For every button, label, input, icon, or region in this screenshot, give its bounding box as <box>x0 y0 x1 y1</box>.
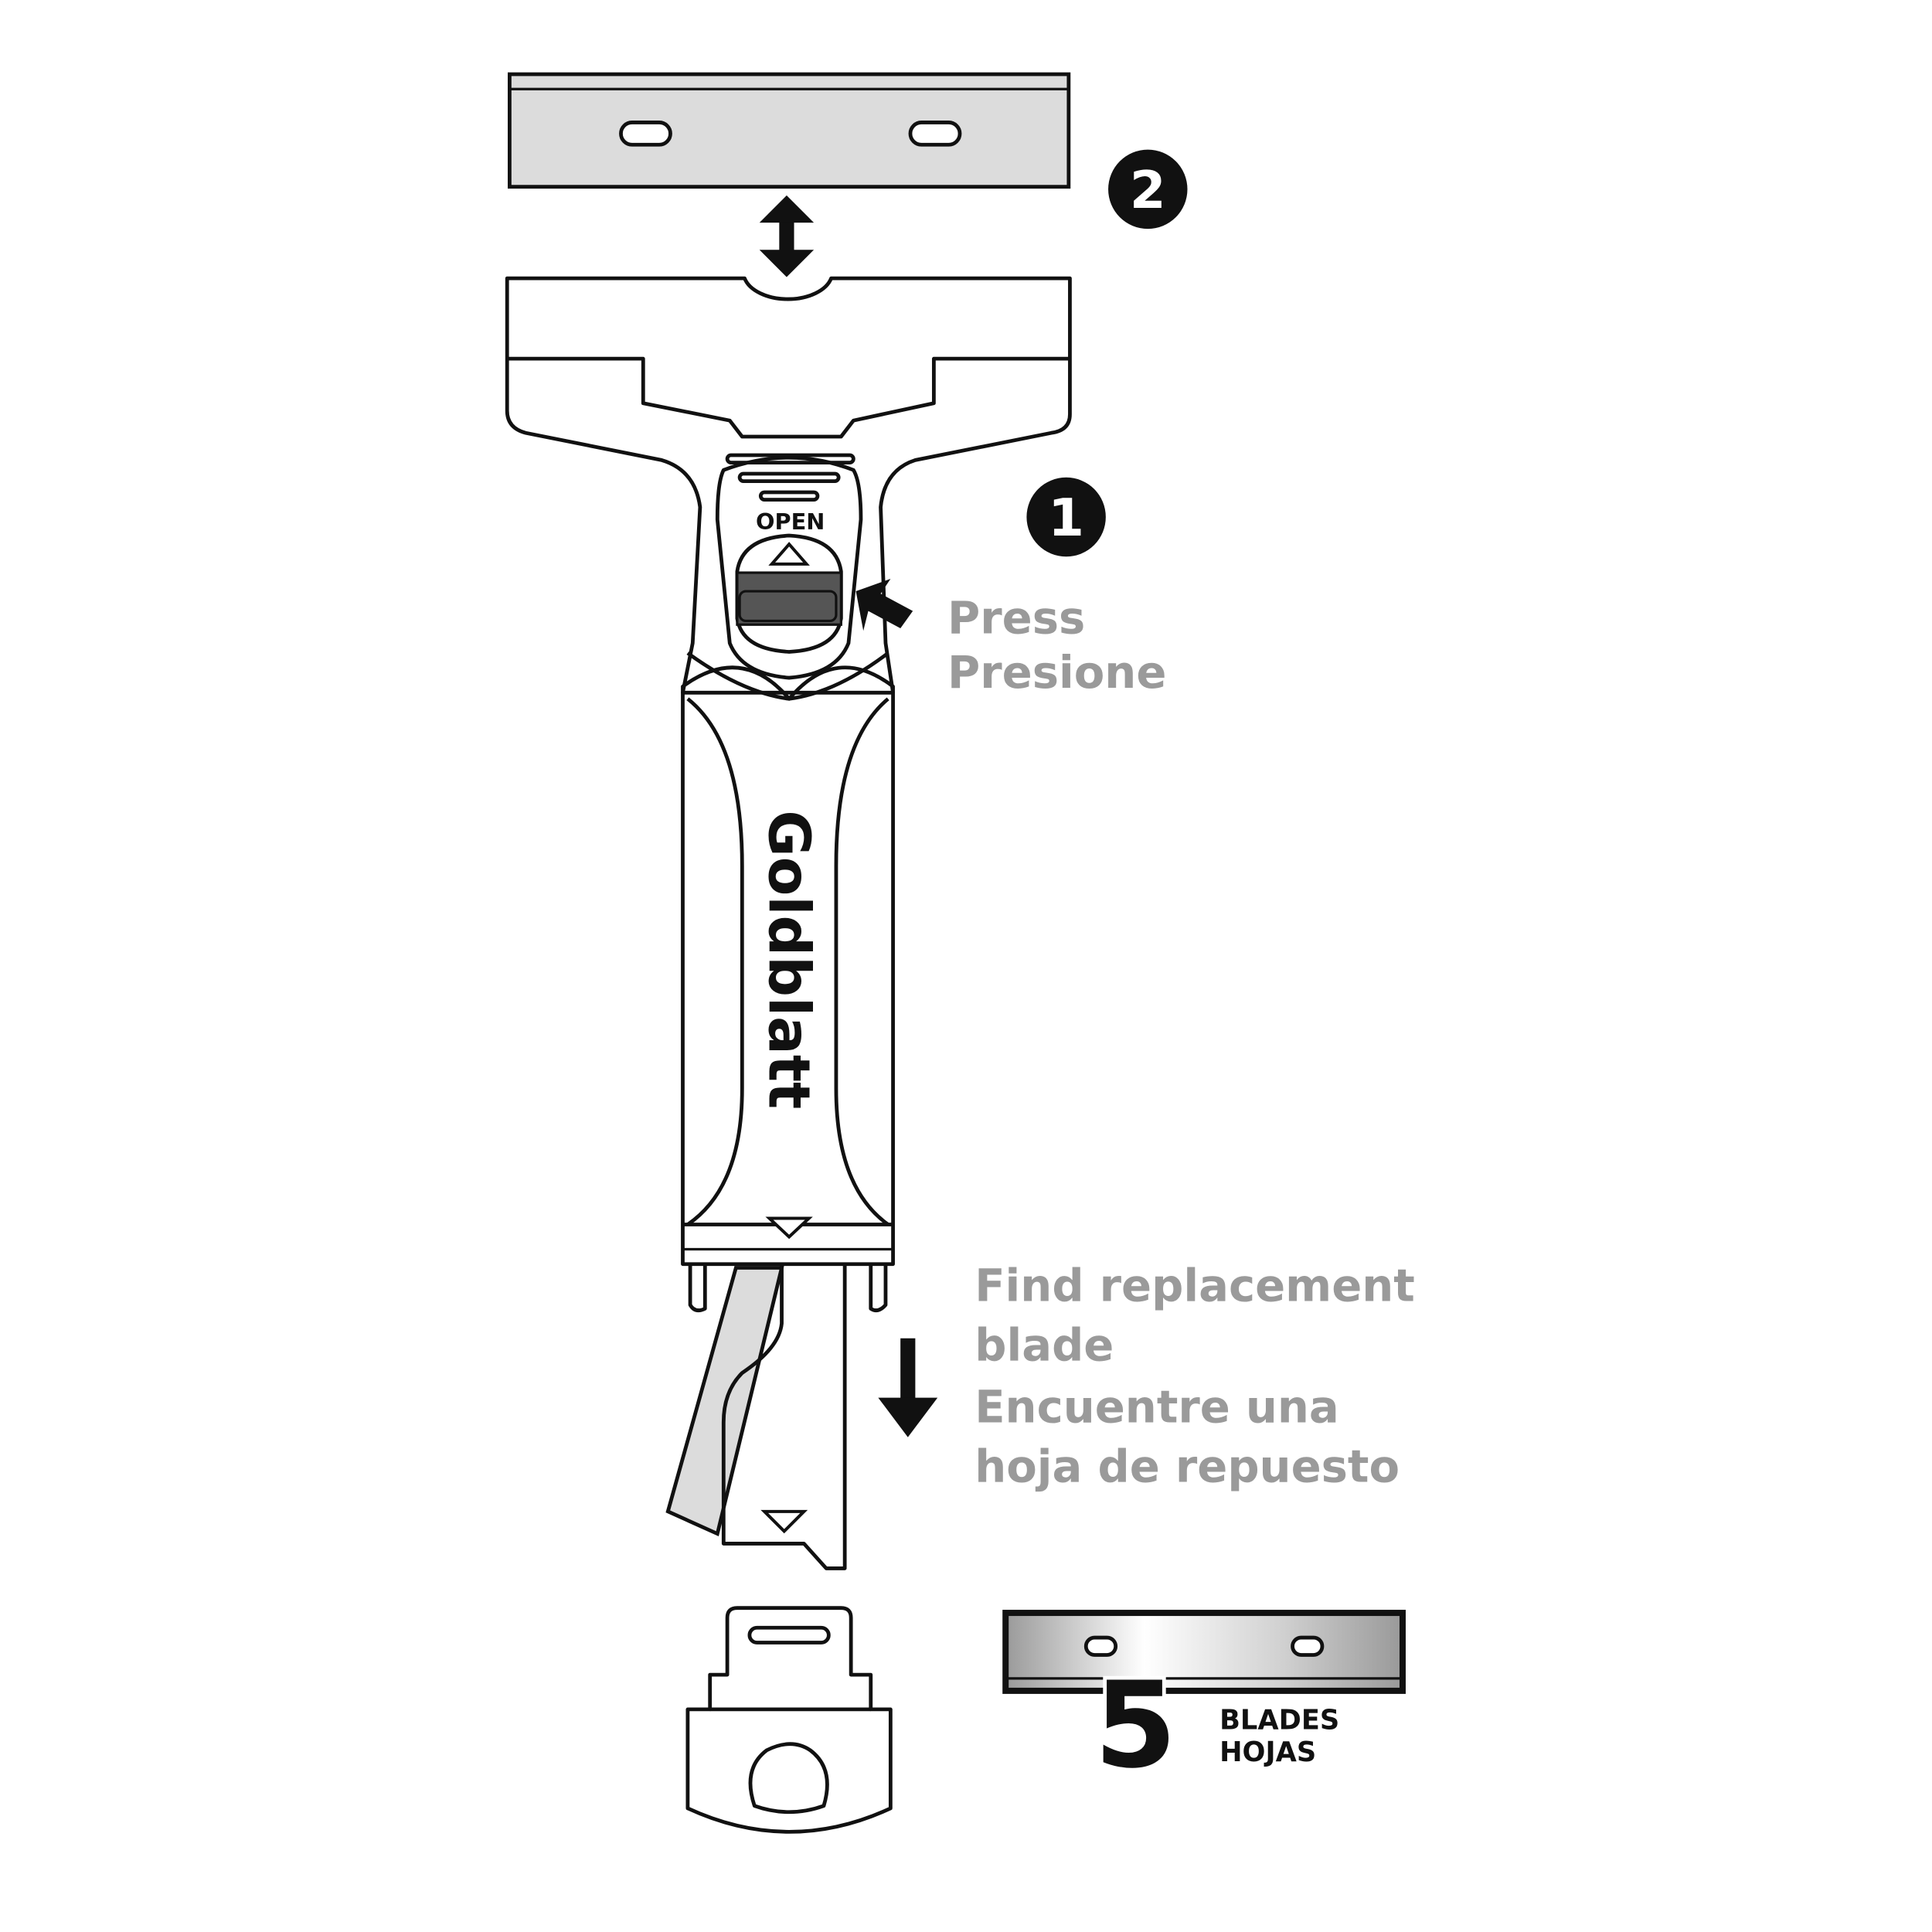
svg-text:2: 2 <box>1130 160 1166 220</box>
blade-count: 5 <box>1094 1657 1177 1795</box>
blade-cap <box>685 1606 893 1834</box>
find-text-line2: blade <box>975 1320 1114 1372</box>
presione-text: Presione <box>947 647 1166 699</box>
replacement-blade-top <box>508 72 1071 189</box>
encuentre-text-line1: Encuentre una <box>975 1382 1339 1434</box>
brand-logo: Goldblatt <box>756 810 821 1109</box>
encuentre-text-line2: hoja de repuesto <box>975 1440 1400 1492</box>
blade-pack: 5 BLADES HOJAS <box>1002 1610 1406 1798</box>
step-2-badge: 2 <box>1108 149 1188 230</box>
blades-label: BLADES <box>1219 1705 1339 1736</box>
svg-text:1: 1 <box>1048 488 1084 548</box>
double-arrow-icon <box>759 195 815 277</box>
blade-carrier <box>665 1264 847 1570</box>
find-text-line1: Find replacement <box>975 1260 1415 1312</box>
scraper-head: OPEN <box>505 276 1072 695</box>
open-label: OPEN <box>756 509 825 535</box>
step-1-badge: 1 <box>1026 477 1106 557</box>
hojas-label: HOJAS <box>1219 1736 1316 1768</box>
down-arrow-icon <box>878 1338 938 1437</box>
press-arrow-icon <box>855 579 913 631</box>
scraper-handle: Goldblatt <box>681 651 895 1313</box>
press-text: Press <box>947 592 1085 644</box>
up-triangle-icon <box>768 542 810 566</box>
